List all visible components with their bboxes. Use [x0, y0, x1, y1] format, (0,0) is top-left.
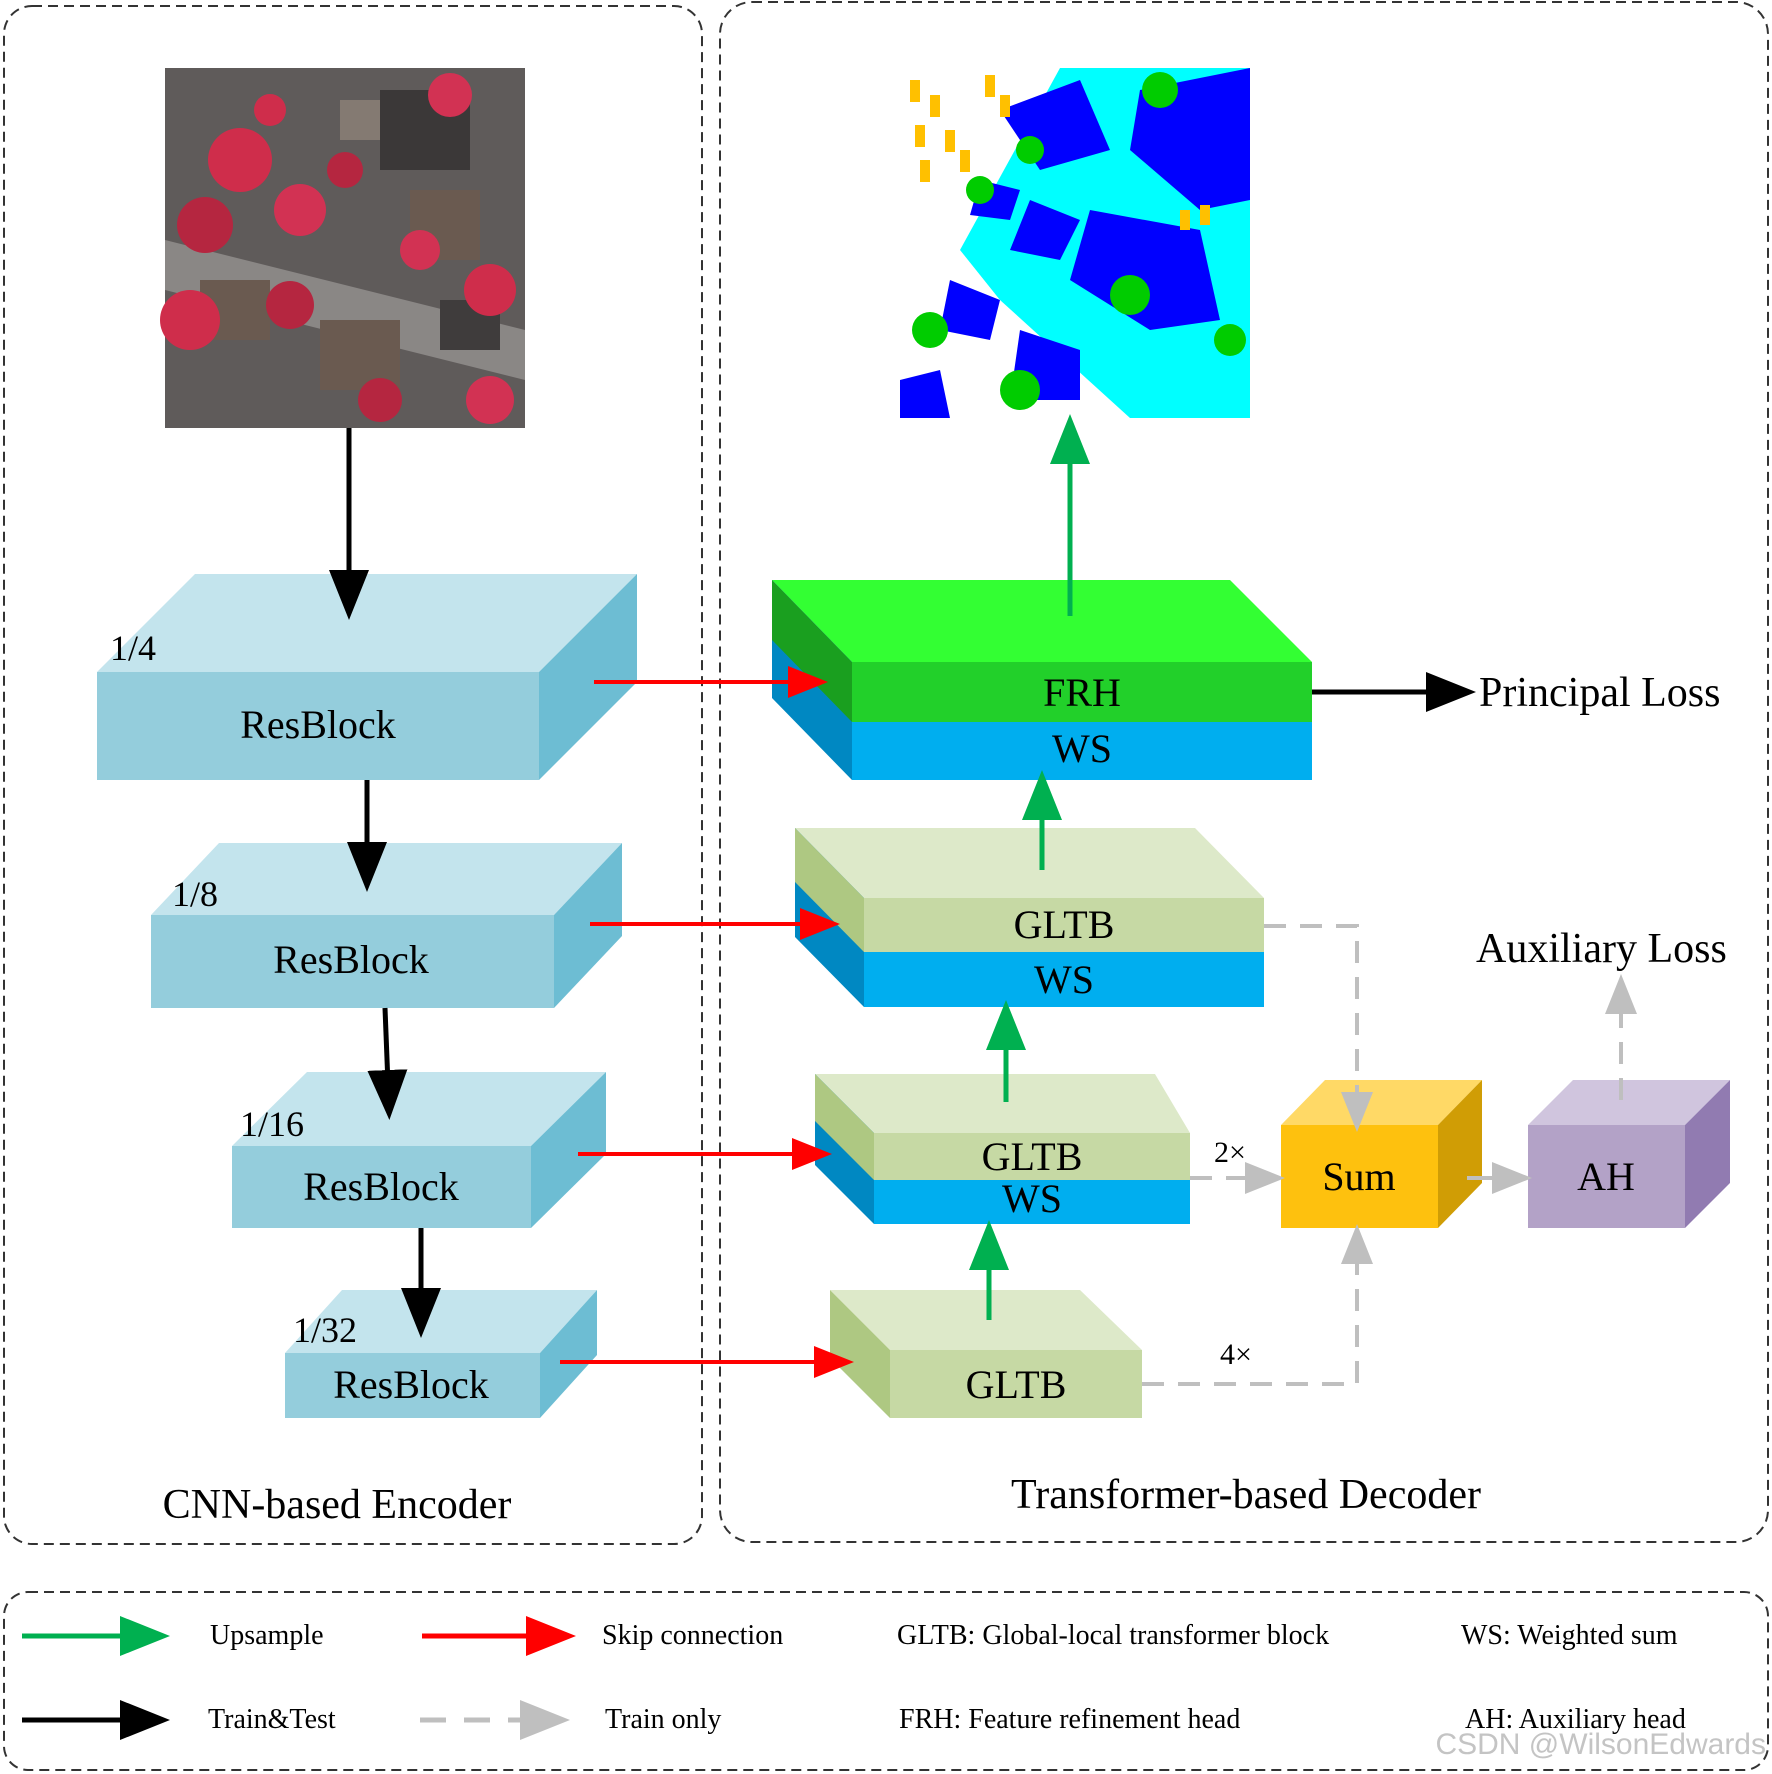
encoder-panel: [3, 5, 703, 1545]
legend-upsample-label: Upsample: [210, 1620, 324, 1651]
scale-label-1-4: 1/4: [110, 628, 156, 668]
legend-gltb-label: GLTB: Global-local transformer block: [897, 1620, 1329, 1651]
gltb-block-2: GLTB WS: [815, 1074, 1190, 1224]
legend-ws-label: WS: Weighted sum: [1461, 1620, 1678, 1651]
upsample-4x-label: 4×: [1220, 1338, 1252, 1371]
encoder-title: CNN-based Encoder: [163, 1482, 512, 1528]
encoder-block-1-4: 1/4 ResBlock: [97, 574, 637, 780]
encoder-block-1-8: 1/8 ResBlock: [151, 843, 622, 1008]
gltb-block-3: GLTB: [830, 1290, 1142, 1418]
ws-label: WS: [1034, 957, 1094, 1002]
ws-label: WS: [1002, 1176, 1062, 1221]
scale-label-1-16: 1/16: [240, 1104, 304, 1144]
resblock-label: ResBlock: [240, 702, 396, 747]
legend-ah-label: AH: Auxiliary head: [1465, 1704, 1686, 1735]
principal-loss-label: Principal Loss: [1479, 670, 1720, 716]
sum-block: Sum: [1281, 1080, 1482, 1228]
frh-block: FRH WS: [772, 580, 1312, 780]
legend-frh-label: FRH: Feature refinement head: [899, 1704, 1240, 1735]
watermark: CSDN @WilsonEdwards: [1435, 1728, 1766, 1761]
upsample-2x-label: 2×: [1214, 1136, 1246, 1169]
resblock-label: ResBlock: [273, 937, 429, 982]
gltb-block-1: GLTB WS: [795, 828, 1264, 1007]
scale-label-1-32: 1/32: [293, 1310, 357, 1350]
legend-train-test-label: Train&Test: [208, 1704, 336, 1735]
resblock-label: ResBlock: [303, 1164, 459, 1209]
train-only-arrow: [1264, 924, 1373, 1132]
train-test-arrow: [367, 1007, 408, 1120]
legend-train-only-label: Train only: [605, 1704, 721, 1735]
gltb-label: GLTB: [1014, 902, 1115, 947]
resblock-label: ResBlock: [333, 1362, 489, 1407]
legend-skip-label: Skip connection: [602, 1620, 783, 1651]
ws-label: WS: [1052, 726, 1112, 771]
ah-block: AH: [1528, 1080, 1730, 1228]
legend-panel: [3, 1591, 1769, 1771]
gltb-label: GLTB: [966, 1362, 1067, 1407]
scale-label-1-8: 1/8: [172, 874, 218, 914]
sum-label: Sum: [1322, 1154, 1395, 1199]
frh-label: FRH: [1043, 670, 1121, 715]
auxiliary-loss-label: Auxiliary Loss: [1476, 926, 1727, 972]
gltb-label: GLTB: [982, 1134, 1083, 1179]
decoder-title: Transformer-based Decoder: [1011, 1472, 1481, 1518]
encoder-block-1-16: 1/16 ResBlock: [232, 1072, 606, 1228]
encoder-block-1-32: 1/32 ResBlock: [285, 1290, 597, 1418]
input-aerial-image: [160, 68, 525, 428]
ah-label: AH: [1577, 1154, 1635, 1199]
output-segmentation-map: [900, 68, 1250, 418]
